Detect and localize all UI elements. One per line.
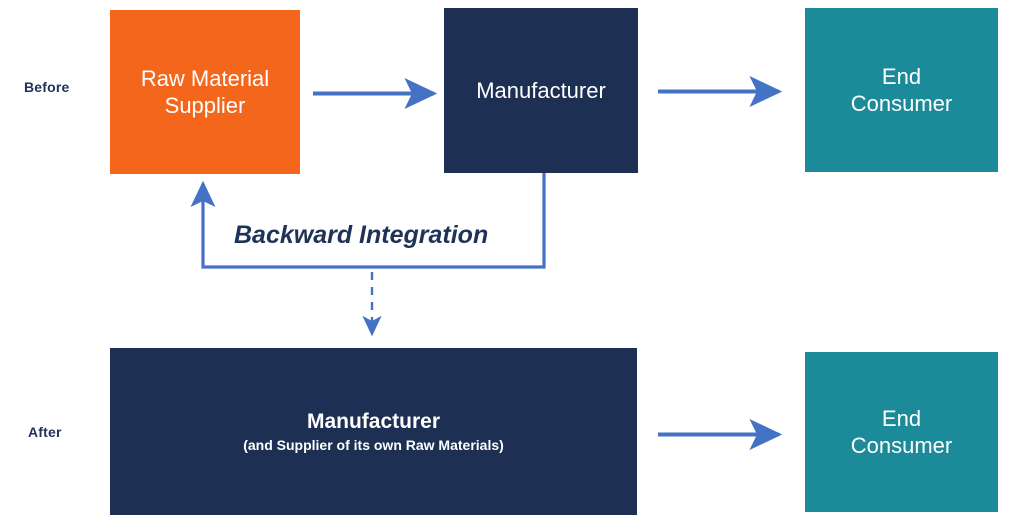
backward-integration-elbow-icon: [190, 173, 546, 269]
node-before-end-consumer[interactable]: End Consumer: [805, 8, 998, 172]
node-before-end-consumer-label: End Consumer: [850, 63, 953, 117]
node-raw-material-supplier-label: Raw Material Supplier: [140, 65, 270, 119]
node-before-manufacturer[interactable]: Manufacturer: [444, 8, 638, 173]
node-after-end-consumer-label: End Consumer: [850, 405, 953, 459]
node-after-end-consumer[interactable]: End Consumer: [805, 352, 998, 512]
node-after-manufacturer-sublabel: (and Supplier of its own Raw Materials): [243, 437, 504, 454]
node-before-manufacturer-label: Manufacturer: [476, 77, 606, 103]
backward-integration-callout: Backward Integration: [234, 221, 489, 249]
row-label-after: After: [28, 424, 62, 440]
row-label-before: Before: [24, 79, 70, 95]
node-raw-material-supplier[interactable]: Raw Material Supplier: [110, 10, 300, 174]
node-after-manufacturer-label: Manufacturer: [306, 409, 441, 433]
node-after-manufacturer[interactable]: Manufacturer (and Supplier of its own Ra…: [110, 348, 637, 515]
